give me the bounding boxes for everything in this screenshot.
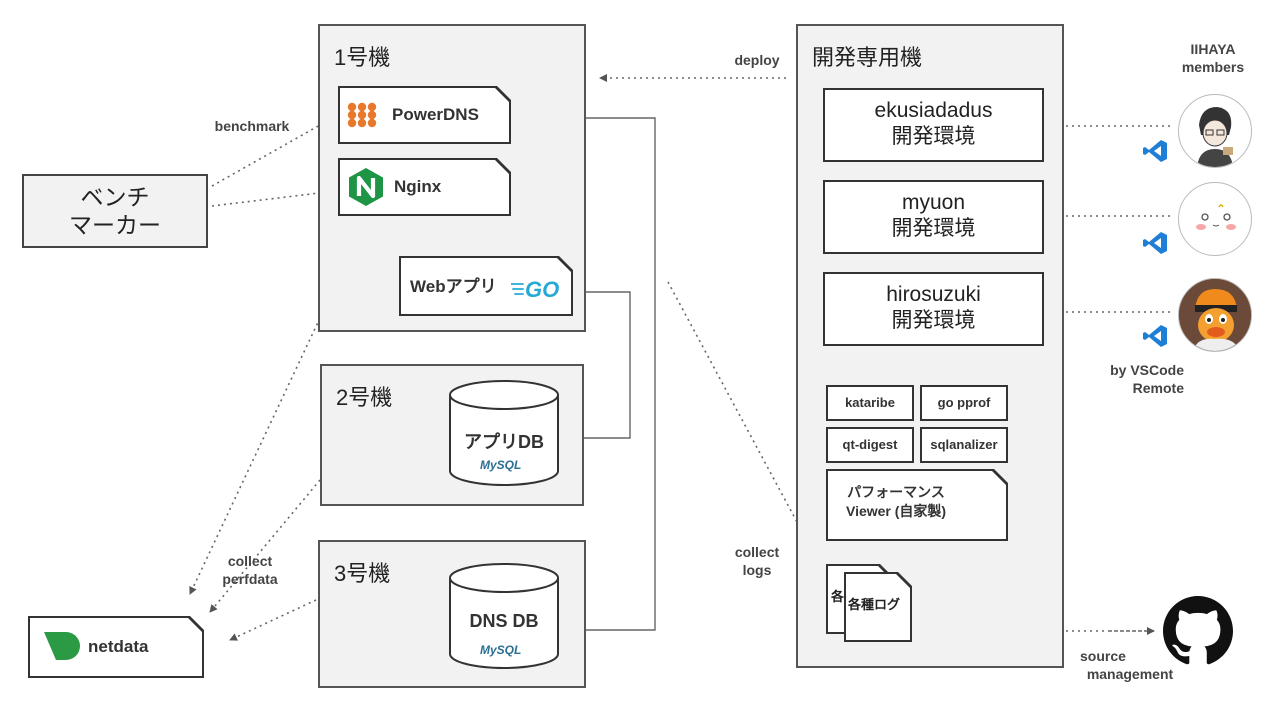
server-2-title: 2号機 [336, 385, 393, 410]
log-doc-front: 各種ログ [844, 572, 912, 642]
go-logo-icon: GO [511, 276, 567, 300]
avatar-person-icon [1197, 107, 1233, 167]
nginx-label: Nginx [394, 177, 442, 196]
app-db-label: アプリDB [464, 432, 544, 452]
mysql-logo-text: MySQL [480, 643, 522, 657]
avatar-ekusiadadus [1178, 94, 1252, 168]
dns-db-label: DNS DB [469, 611, 539, 631]
tool-sqlanalizer: sqlanalizer [920, 427, 1008, 463]
performance-viewer-card: パフォーマンス Viewer (自家製) [826, 469, 1008, 541]
github-logo-icon [1163, 596, 1233, 665]
dev-env-sub: 開発環境 [891, 217, 976, 240]
mysql-logo-icon: MySQL [480, 458, 521, 472]
source-management-line1: source [1080, 648, 1126, 664]
benchmarker-label-line1: ベンチ [80, 184, 150, 210]
source-management-label: source management [1068, 647, 1192, 683]
performance-viewer-label: パフォーマンス Viewer (自家製) [846, 483, 946, 521]
collect-perfdata-line1: collect [227, 553, 273, 569]
tool-kataribe: kataribe [826, 385, 914, 421]
source-management-line2: management [1086, 666, 1174, 682]
deploy-label: deploy [734, 52, 780, 68]
app-db-cylinder-icon [449, 380, 559, 486]
dev-env-ekusiadadus: ekusiadadus 開発環境 [823, 88, 1044, 162]
nginx-card: Nginx [338, 158, 511, 216]
netdata-card: netdata [28, 616, 204, 678]
avatar-myuon [1178, 182, 1252, 256]
vscode-icon [1143, 325, 1167, 347]
collect-logs-line1: collect [734, 544, 780, 560]
avatar-face-icon [1196, 204, 1236, 230]
nginx-logo-icon [348, 167, 384, 207]
avatar-hirosuzuki [1178, 278, 1252, 352]
netdata-label: netdata [88, 637, 149, 656]
server-3-title: 3号機 [334, 561, 391, 586]
netdata-logo-icon [42, 630, 80, 662]
members-line2: members [1181, 59, 1245, 75]
tool-go-pprof: go pprof [920, 385, 1008, 421]
vscode-icon [1143, 140, 1167, 162]
collect-perfdata-label: collect perfdata [205, 552, 295, 588]
dev-env-myuon: myuon 開発環境 [823, 180, 1044, 254]
powerdns-logo-icon [347, 102, 383, 128]
powerdns-label: PowerDNS [392, 105, 479, 124]
server-1-title: 1号機 [334, 45, 391, 70]
collect-perfdata-line2: perfdata [222, 571, 278, 587]
dns-db-cylinder-icon [449, 563, 559, 669]
powerdns-card: PowerDNS [338, 86, 511, 144]
mysql-logo-icon: MySQL [480, 643, 521, 657]
vscode-remote-line2: Remote [1132, 380, 1184, 396]
members-label: IIHAYA members [1168, 40, 1258, 76]
dev-env-name: myuon [901, 191, 966, 214]
vscode-icon [1143, 232, 1167, 254]
collect-logs-label: collect logs [720, 543, 794, 579]
mysql-logo-text: MySQL [480, 458, 522, 472]
viewer-line2: Viewer (自家製) [846, 503, 947, 519]
viewer-line1: パフォーマンス [847, 484, 945, 500]
dev-env-hirosuzuki: hirosuzuki 開発環境 [823, 272, 1044, 346]
collect-logs-line2: logs [742, 562, 772, 578]
dev-env-sub: 開発環境 [891, 309, 976, 332]
benchmark-label: benchmark [214, 118, 290, 134]
members-line1: IIHAYA [1190, 41, 1236, 57]
tool-qt-digest: qt-digest [826, 427, 914, 463]
avatar-mascot-icon [1179, 279, 1251, 351]
benchmarker-box: ベンチ マーカー [22, 174, 208, 248]
vscode-remote-label: by VSCode Remote [1084, 361, 1184, 397]
dev-env-name: hirosuzuki [886, 283, 981, 306]
webapp-label: Webアプリ [410, 277, 497, 296]
dev-env-name: ekusiadadus [874, 99, 993, 122]
log-doc-back-label: 各 [831, 589, 845, 604]
webapp-card: Webアプリ GO [399, 256, 573, 316]
benchmarker-label-line2: マーカー [69, 212, 161, 238]
go-logo-text: GO [525, 277, 559, 300]
dev-machine-title: 開発専用機 [812, 45, 923, 70]
vscode-remote-line1: by VSCode [1110, 362, 1184, 378]
dev-env-sub: 開発環境 [891, 125, 976, 148]
log-doc-front-label: 各種ログ [848, 597, 901, 612]
